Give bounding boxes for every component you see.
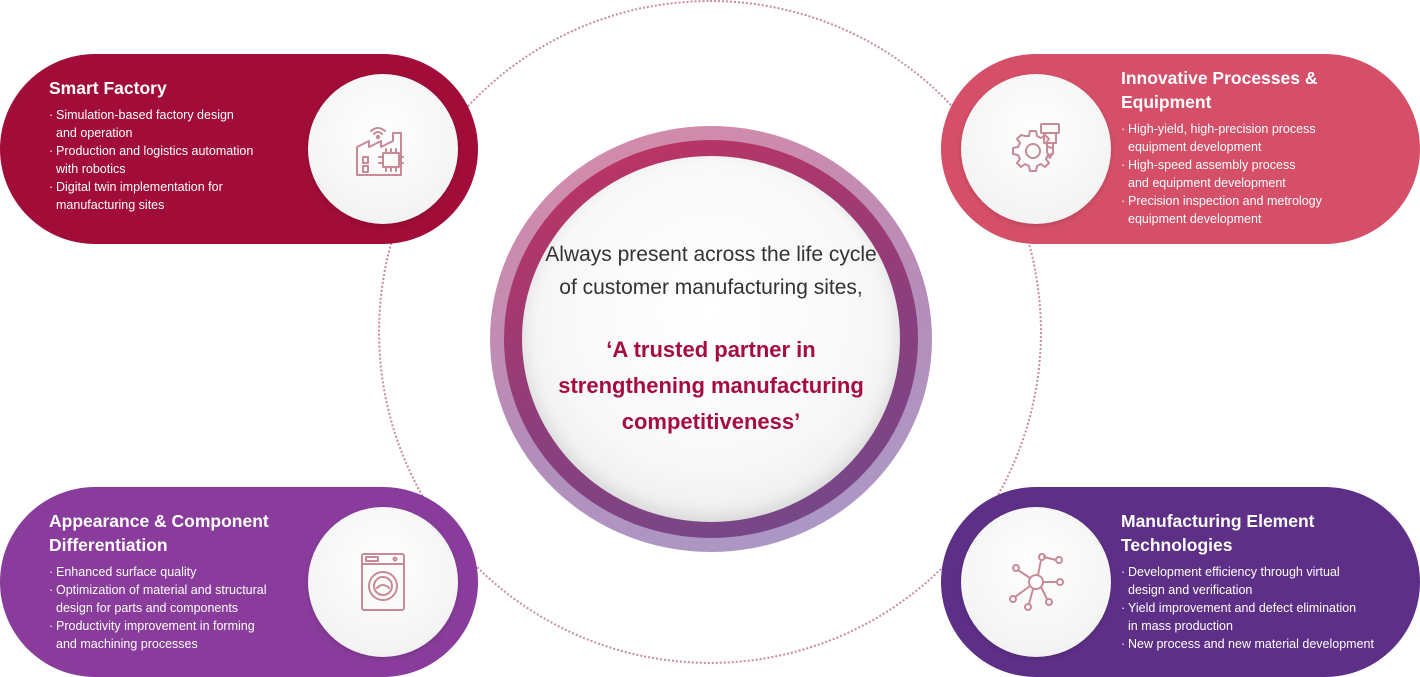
card-title: Appearance & Component Differentiation: [49, 509, 309, 557]
molecule-network-icon: [1009, 553, 1064, 611]
icon-badge: [308, 507, 458, 657]
card-text: Manufacturing Element Technologies Devel…: [1121, 509, 1401, 653]
bullet-line: with robotics: [56, 162, 126, 176]
hub-claim-line: competitiveness’: [621, 409, 801, 434]
gear-equipment-icon: [1012, 123, 1060, 172]
bullet-line: Optimization of material and structural: [56, 583, 267, 597]
card-title-line: Appearance & Component: [49, 511, 269, 531]
card-innovative-processes: Innovative Processes & Equipment High-yi…: [941, 54, 1420, 244]
bullet-line: Yield improvement and defect elimination: [1128, 601, 1357, 615]
bullet-line: Productivity improvement in forming: [56, 619, 255, 633]
card-appearance-component: Appearance & Component Differentiation E…: [0, 487, 478, 677]
bullet-item: New process and new material development: [1121, 635, 1401, 653]
bullet-line: in mass production: [1128, 619, 1233, 633]
bullet-line: and machining processes: [56, 637, 198, 651]
bullet-line: equipment development: [1128, 140, 1262, 154]
bullet-line: design and verification: [1128, 583, 1253, 597]
bullet-line: Enhanced surface quality: [56, 565, 197, 579]
bullet-item: Productivity improvement in forming and …: [49, 617, 309, 653]
card-text: Smart Factory Simulation-based factory d…: [49, 76, 299, 214]
card-title: Innovative Processes & Equipment: [1121, 66, 1401, 114]
card-title: Manufacturing Element Technologies: [1121, 509, 1401, 557]
bullet-line: Digital twin implementation for: [56, 180, 223, 194]
bullet-item: Production and logistics automation with…: [49, 142, 299, 178]
card-title: Smart Factory: [49, 76, 299, 100]
bullet-list: Simulation-based factory design and oper…: [49, 106, 299, 214]
bullet-list: Development efficiency through virtual d…: [1121, 563, 1401, 653]
card-title-line: Manufacturing Element: [1121, 511, 1315, 531]
bullet-line: equipment development: [1128, 212, 1262, 226]
hub-center: Always present across the life cycle of …: [522, 156, 900, 522]
bullet-line: New process and new material development: [1128, 637, 1374, 651]
washing-machine-icon: [361, 553, 405, 611]
card-title-line: Smart Factory: [49, 78, 167, 98]
bullet-line: manufacturing sites: [56, 198, 165, 212]
icon-badge: [961, 507, 1111, 657]
card-title-line: Innovative Processes &: [1121, 68, 1318, 88]
icon-badge: [308, 74, 458, 224]
card-text: Appearance & Component Differentiation E…: [49, 509, 309, 653]
bullet-line: Development efficiency through virtual: [1128, 565, 1340, 579]
bullet-item: Enhanced surface quality: [49, 563, 309, 581]
bullet-item: High-yield, high-precision process equip…: [1121, 120, 1401, 156]
dotted-orbit-ring: [378, 0, 1042, 664]
bullet-item: Development efficiency through virtual d…: [1121, 563, 1401, 599]
card-title-line: Technologies: [1121, 535, 1233, 555]
bullet-list: High-yield, high-precision process equip…: [1121, 120, 1401, 228]
hub-lead-text: Always present across the life cycle of …: [545, 238, 876, 304]
bullet-line: Simulation-based factory design: [56, 108, 234, 122]
bullet-item: Yield improvement and defect elimination…: [1121, 599, 1401, 635]
hub-lead-line: Always present across the life cycle: [545, 243, 877, 266]
card-smart-factory: Smart Factory Simulation-based factory d…: [0, 54, 478, 244]
card-title-line: Equipment: [1121, 92, 1212, 112]
bullet-item: Simulation-based factory design and oper…: [49, 106, 299, 142]
card-manufacturing-element: Manufacturing Element Technologies Devel…: [941, 487, 1420, 677]
hub-lead-line: of customer manufacturing sites,: [559, 276, 863, 299]
bullet-line: and equipment development: [1128, 176, 1286, 190]
bullet-line: and operation: [56, 126, 133, 140]
smart-factory-icon: [356, 127, 404, 176]
bullet-list: Enhanced surface quality Optimization of…: [49, 563, 309, 653]
bullet-item: Digital twin implementation for manufact…: [49, 178, 299, 214]
bullet-line: Production and logistics automation: [56, 144, 254, 158]
icon-badge: [961, 74, 1111, 224]
hub-claim-line: strengthening manufacturing: [558, 373, 864, 398]
bullet-line: Precision inspection and metrology: [1128, 194, 1322, 208]
bullet-item: Precision inspection and metrology equip…: [1121, 192, 1401, 228]
bullet-item: Optimization of material and structural …: [49, 581, 309, 617]
bullet-line: High-yield, high-precision process: [1128, 122, 1316, 136]
card-title-line: Differentiation: [49, 535, 168, 555]
bullet-line: High-speed assembly process: [1128, 158, 1296, 172]
hub-claim-line: ‘A trusted partner in: [606, 337, 816, 362]
bullet-item: High-speed assembly process and equipmen…: [1121, 156, 1401, 192]
card-text: Innovative Processes & Equipment High-yi…: [1121, 66, 1401, 228]
bullet-line: design for parts and components: [56, 601, 239, 615]
hub-claim-text: ‘A trusted partner in strengthening manu…: [558, 332, 864, 440]
